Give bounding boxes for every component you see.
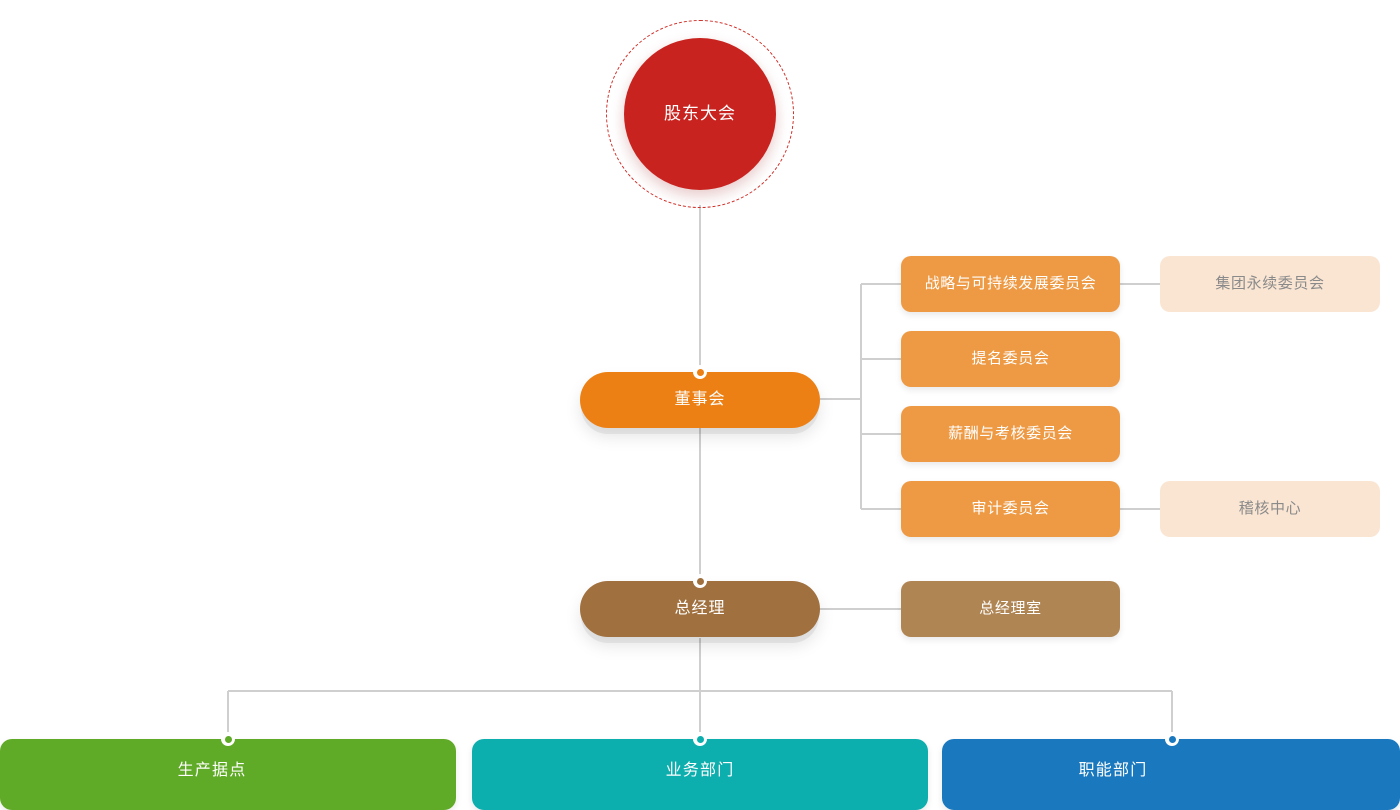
node-committee-compensation-label: 薪酬与考核委员会 — [948, 425, 1073, 442]
node-committee-nomination[interactable]: 提名委员会 — [901, 331, 1120, 387]
node-division-business[interactable]: 业务部门 — [472, 739, 928, 810]
connector-dot-division-production: [data-name="connector-dot-division-produ… — [221, 732, 235, 746]
node-committee-nomination-label: 提名委员会 — [971, 350, 1050, 367]
node-general-manager[interactable]: 总经理 — [580, 581, 820, 637]
node-subunit-group-sustainability-label: 集团永续委员会 — [1215, 275, 1325, 292]
node-division-production-label: 生产据点 — [177, 761, 247, 779]
shareholders-dashed-ring — [606, 20, 794, 208]
node-general-manager-office[interactable]: 总经理室 — [901, 581, 1120, 637]
node-shareholders-meeting-label: 股东大会 — [664, 103, 736, 123]
node-subunit-audit-center[interactable]: 稽核中心 — [1160, 481, 1380, 537]
node-subunit-group-sustainability[interactable]: 集团永续委员会 — [1160, 256, 1380, 312]
node-shareholders-meeting[interactable]: 股东大会 — [624, 38, 776, 190]
node-general-manager-label: 总经理 — [674, 600, 726, 618]
node-division-production[interactable]: 生产据点 — [0, 739, 456, 810]
node-subunit-audit-center-label: 稽核中心 — [1238, 500, 1302, 517]
node-committee-audit-label: 审计委员会 — [971, 500, 1050, 517]
node-committee-strategy[interactable]: 战略与可持续发展委员会 — [901, 256, 1120, 312]
connector-dot-division-business: [data-name="connector-dot-division-busin… — [693, 732, 707, 746]
node-committee-compensation[interactable]: 薪酬与考核委员会 — [901, 406, 1120, 462]
node-committee-audit[interactable]: 审计委员会 — [901, 481, 1120, 537]
node-division-functional[interactable]: 职能部门 — [942, 739, 1400, 810]
node-division-business-label: 业务部门 — [665, 761, 735, 779]
node-board-of-directors[interactable]: 董事会 — [580, 372, 820, 428]
node-general-manager-office-label: 总经理室 — [979, 600, 1042, 617]
connector-dot-division-functional: [data-name="connector-dot-division-funct… — [1165, 732, 1179, 746]
connector-dot-board: [data-name="connector-dot-board"]::after… — [693, 365, 707, 379]
node-division-functional-label: 职能部门 — [1078, 761, 1148, 779]
node-committee-strategy-label: 战略与可持续发展委员会 — [924, 275, 1097, 292]
node-board-of-directors-label: 董事会 — [674, 391, 726, 409]
connector-dot-gm: [data-name="connector-dot-gm"]::after{ba… — [693, 574, 707, 588]
